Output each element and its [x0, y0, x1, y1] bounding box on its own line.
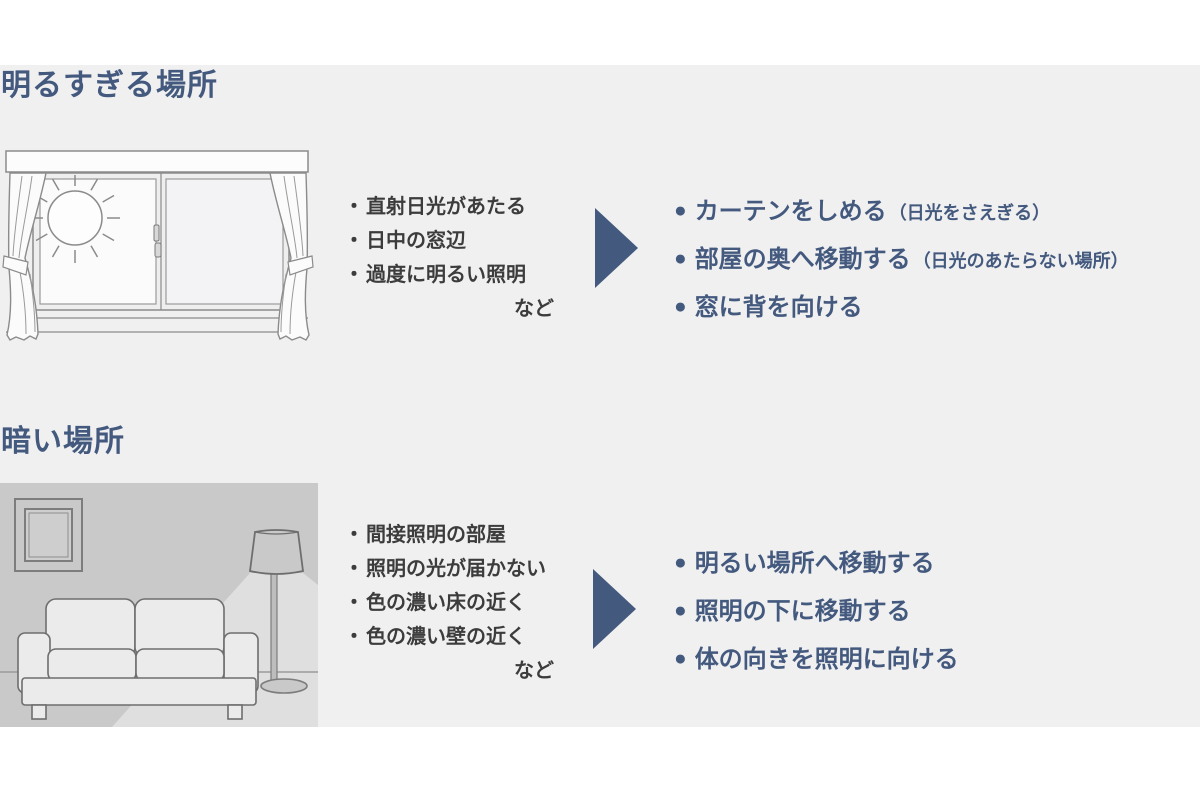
circle-bullet: ●	[674, 599, 687, 622]
dot-bullet: ・	[344, 558, 364, 580]
cause-text: 色の濃い壁の近く	[366, 626, 526, 648]
solution-text: 明るい場所へ移動する	[694, 550, 935, 577]
cause-item: ・照明の光が届かない	[344, 552, 556, 586]
cause-item: ・色の濃い壁の近く	[344, 620, 556, 654]
window-scene	[2, 150, 314, 341]
dot-bullet: ・	[344, 264, 364, 286]
section-too-dark: 暗い場所	[0, 420, 1200, 727]
solution-item: ● 照明の下に移動する	[674, 589, 961, 637]
sofa-icon	[17, 598, 259, 720]
solution-note: （日光のあたらない場所）	[912, 251, 1129, 271]
solution-text: カーテンをしめる	[694, 198, 887, 225]
solution-item: ● 明るい場所へ移動する	[674, 541, 961, 589]
dim-room-illustration	[0, 483, 318, 727]
circle-bullet: ●	[674, 647, 687, 670]
solution-item: ● 部屋の奥へ移動する（日光のあたらない場所）	[674, 237, 1129, 285]
solution-note: （日光をさえぎる）	[888, 203, 1051, 223]
window-rail	[5, 150, 309, 173]
circle-bullet: ●	[674, 247, 687, 270]
solution-item: ● カーテンをしめる（日光をさえぎる）	[674, 189, 1129, 237]
etc-label: など	[514, 660, 554, 682]
causes-list: ・間接照明の部屋 ・照明の光が届かない ・色の濃い床の近く ・色の濃い壁の近く …	[344, 518, 556, 688]
dark-room-scene	[0, 483, 318, 727]
section-too-bright: 明るすぎる場所	[0, 65, 1200, 415]
solutions-list: ● 明るい場所へ移動する ● 照明の下に移動する ● 体の向きを照明に向ける	[674, 541, 961, 685]
curtain-left	[2, 172, 47, 341]
bright-window-illustration	[0, 148, 320, 345]
solution-item: ● 窓に背を向ける	[674, 285, 1129, 333]
cause-item: ・日中の窓辺	[344, 224, 556, 258]
solution-text: 体の向きを照明に向ける	[694, 646, 959, 673]
circle-bullet: ●	[674, 295, 687, 318]
dot-bullet: ・	[344, 524, 364, 546]
cause-text: 色の濃い床の近く	[366, 592, 526, 614]
solution-text: 照明の下に移動する	[694, 598, 911, 625]
cause-item: ・過度に明るい照明	[344, 258, 556, 292]
floor-lamp-icon	[249, 529, 308, 694]
cause-text: 直射日光があたる	[366, 196, 526, 218]
cause-item: ・間接照明の部屋	[344, 518, 556, 552]
solutions-list: ● カーテンをしめる（日光をさえぎる） ● 部屋の奥へ移動する（日光のあたらない場所…	[674, 189, 1129, 333]
window-handle	[153, 224, 162, 258]
causes-list: ・直射日光があたる ・日中の窓辺 ・過度に明るい照明 など	[344, 190, 556, 326]
solution-item: ● 体の向きを照明に向ける	[674, 637, 961, 685]
dot-bullet: ・	[344, 592, 364, 614]
dot-bullet: ・	[344, 196, 364, 218]
circle-bullet: ●	[674, 199, 687, 222]
arrow-right-icon	[595, 208, 638, 288]
section-title: 暗い場所	[1, 425, 125, 458]
cause-text: 照明の光が届かない	[366, 558, 546, 580]
dot-bullet: ・	[344, 230, 364, 252]
cause-item: ・直射日光があたる	[344, 190, 556, 224]
picture-frame	[14, 498, 83, 572]
etc-label: など	[514, 298, 554, 320]
dot-bullet: ・	[344, 626, 364, 648]
content-panel: 明るすぎる場所	[0, 65, 1200, 727]
cause-item: ・色の濃い床の近く	[344, 586, 556, 620]
cause-text: 間接照明の部屋	[366, 524, 506, 546]
cause-text: 過度に明るい照明	[366, 264, 526, 286]
sun-icon	[30, 175, 120, 263]
section-title: 明るすぎる場所	[1, 69, 218, 102]
solution-text: 部屋の奥へ移動する	[694, 246, 911, 273]
curtain-right	[269, 172, 314, 341]
arrow-right-icon	[593, 569, 636, 649]
solution-text: 窓に背を向ける	[694, 294, 863, 321]
cause-text: 日中の窓辺	[366, 230, 466, 252]
circle-bullet: ●	[674, 551, 687, 574]
